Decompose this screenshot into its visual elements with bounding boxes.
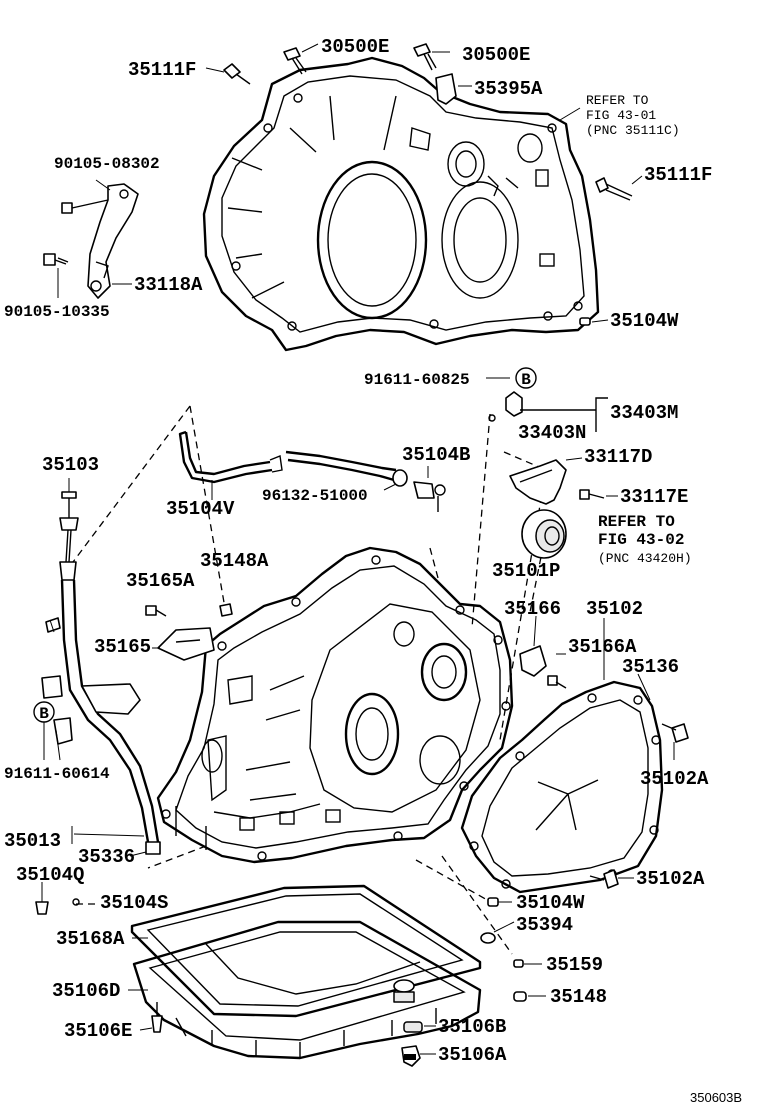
callout-b-top-letter: B <box>521 371 531 389</box>
bolt-35102a-upper <box>661 723 689 743</box>
label-35101p: 35101P <box>492 560 560 582</box>
ring-35104s <box>72 898 80 906</box>
transaxle-housing-lower <box>156 546 514 864</box>
label-35103: 35103 <box>42 454 99 476</box>
label-35159: 35159 <box>546 954 603 976</box>
bolt-35165a <box>145 605 167 617</box>
label-35148a: 35148A <box>200 550 269 572</box>
label-35166a: 35166A <box>568 636 637 658</box>
label-30500e-right: 30500E <box>462 44 530 66</box>
label-96132-51000: 96132-51000 <box>262 487 368 505</box>
clamp-33403n <box>488 391 523 422</box>
label-refer-1-line2: FIG 43-01 <box>586 108 656 123</box>
label-35104q: 35104Q <box>16 864 84 886</box>
label-35102a-lower: 35102A <box>636 868 705 890</box>
diagram-id: 350603B <box>690 1090 742 1105</box>
label-refer-2-line2: FIG 43-02 <box>598 531 684 549</box>
label-35168a: 35168A <box>56 928 125 950</box>
bolt-35102a-lower <box>589 869 619 889</box>
label-91611-60825: 91611-60825 <box>364 371 470 389</box>
bolt-30500e-right <box>413 43 437 71</box>
label-35395a: 35395A <box>474 78 543 100</box>
bolt-30500e-left <box>283 47 307 75</box>
callout-b-left-letter: B <box>39 705 49 723</box>
label-35111f-left: 35111F <box>128 59 196 81</box>
label-35165a: 35165A <box>126 570 195 592</box>
label-35106a: 35106A <box>438 1044 507 1066</box>
label-35104v: 35104V <box>166 498 235 520</box>
plug-35148 <box>513 991 527 1002</box>
label-35102: 35102 <box>586 598 643 620</box>
bolt-90105-10335 <box>43 253 69 266</box>
label-35165: 35165 <box>94 636 151 658</box>
bolt-35111f-right <box>595 177 633 201</box>
clip-96132-51000 <box>392 469 408 487</box>
label-refer-1-line1: REFER TO <box>586 93 649 108</box>
gasket-35106b <box>403 1021 423 1033</box>
label-35111f-right: 35111F <box>644 164 712 186</box>
cover-35166 <box>519 645 547 677</box>
plug-35104q <box>35 901 49 915</box>
label-35104s: 35104S <box>100 892 168 914</box>
label-35104w-top: 35104W <box>610 310 679 332</box>
label-refer-2-line3: (PNC 43420H) <box>598 551 692 566</box>
label-33117d: 33117D <box>584 446 652 468</box>
breather-hose-35104v <box>178 430 397 484</box>
label-30500e-left: 30500E <box>321 36 389 58</box>
label-33117e: 33117E <box>620 486 688 508</box>
bracket-33118a <box>87 183 139 299</box>
label-35106d: 35106D <box>52 980 120 1002</box>
label-35102a-upper: 35102A <box>640 768 709 790</box>
oil-pan-gasket-35168a <box>130 884 482 1018</box>
label-35104b: 35104B <box>402 444 470 466</box>
callout-b-left: B <box>33 701 55 723</box>
transaxle-case-upper <box>202 56 600 352</box>
callout-b-top: B <box>515 367 537 389</box>
label-33403n: 33403N <box>518 422 586 444</box>
label-33118a: 33118A <box>134 274 203 296</box>
label-35394: 35394 <box>516 914 573 936</box>
label-90105-10335: 90105-10335 <box>4 303 110 321</box>
label-35336: 35336 <box>78 846 135 868</box>
bolt-35106e <box>151 1002 163 1033</box>
extension-housing-35102 <box>460 680 664 894</box>
bolt-35111f-left <box>223 63 251 85</box>
part-labels: 30500E 30500E 35111F 35395A REFER TO FIG… <box>4 36 742 1105</box>
label-35013: 35013 <box>4 830 61 852</box>
label-refer-2-line1: REFER TO <box>598 513 675 531</box>
label-35104w-bottom: 35104W <box>516 892 585 914</box>
oil-filler-tube-35013 <box>41 579 161 855</box>
breather-plug-35104b <box>413 481 446 512</box>
pin-35104w-top <box>579 317 591 326</box>
bolt-33117e <box>579 489 605 500</box>
label-90105-08302: 90105-08302 <box>54 155 160 173</box>
bolt-35166a <box>547 675 567 689</box>
bracket-35395a <box>435 73 457 105</box>
plate-35165 <box>157 627 215 661</box>
oil-seal-35101p <box>521 509 567 559</box>
label-35106e: 35106E <box>64 1020 132 1042</box>
pin-35104w-bottom <box>487 897 499 907</box>
bolt-90105-08302 <box>61 199 109 214</box>
drain-plug-35106a <box>401 1045 421 1067</box>
label-33403m: 33403M <box>610 402 678 424</box>
plug-35159 <box>513 959 524 968</box>
bracket-33117d <box>509 459 567 505</box>
oil-pan-35106d <box>132 920 482 1060</box>
label-35166: 35166 <box>504 598 561 620</box>
label-35106b: 35106B <box>438 1016 506 1038</box>
plug-35394 <box>480 932 496 944</box>
label-35136: 35136 <box>622 656 679 678</box>
label-refer-1-line3: (PNC 35111C) <box>586 123 680 138</box>
label-91611-60614: 91611-60614 <box>4 765 110 783</box>
dipstick-35103 <box>59 491 79 581</box>
label-35148: 35148 <box>550 986 607 1008</box>
plug-35148a <box>219 603 233 617</box>
